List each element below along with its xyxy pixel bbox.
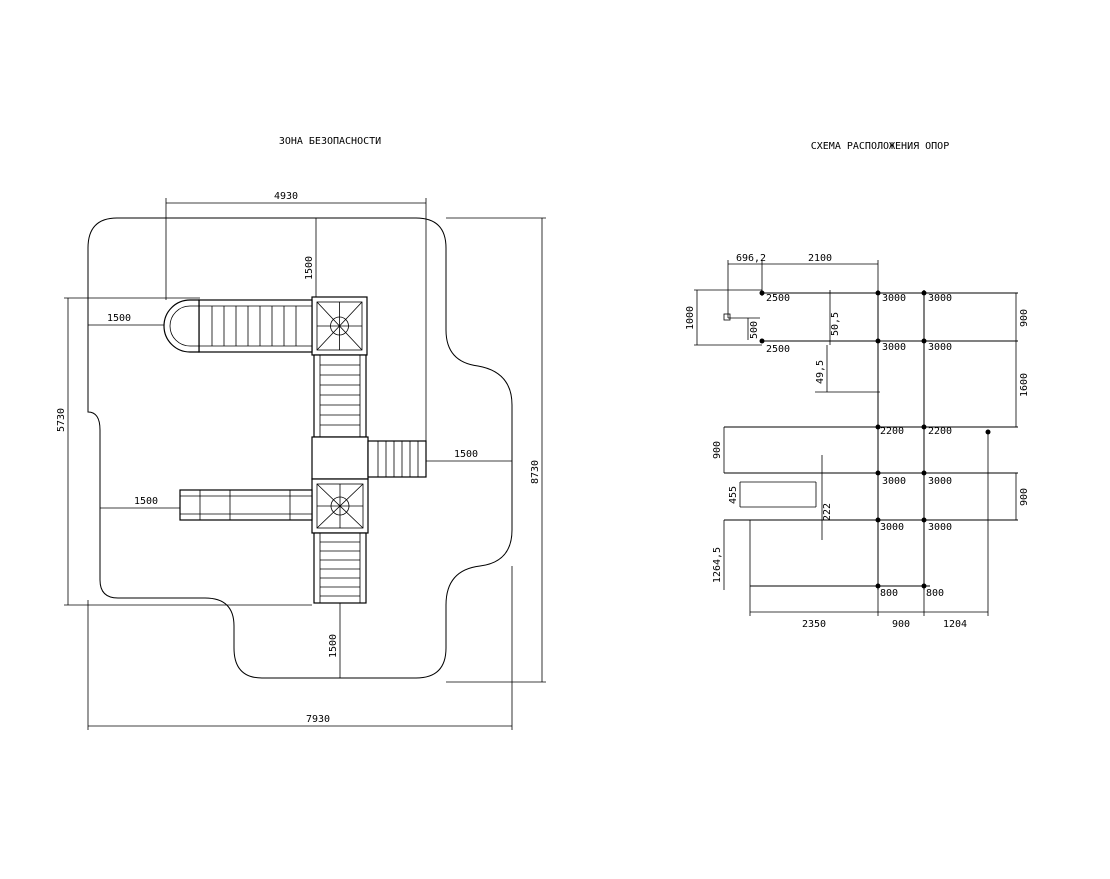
dim-2100: 2100 <box>808 253 832 264</box>
dim-1500-slide: 1500 <box>134 496 158 507</box>
dim-1500-right: 1500 <box>454 449 478 460</box>
dim-49-5: 49,5 <box>815 360 826 384</box>
support-label: 3000 <box>882 476 906 487</box>
dim-900-right-a: 900 <box>1019 309 1030 327</box>
dim-900-right-b: 900 <box>1019 488 1030 506</box>
dim-500: 500 <box>749 321 760 339</box>
right-stairs <box>367 440 427 478</box>
dim-2350: 2350 <box>802 619 826 630</box>
support-label: 3000 <box>928 293 952 304</box>
dim-1500-bottom: 1500 <box>328 634 339 658</box>
left-slide <box>179 489 313 521</box>
support-label: 800 <box>880 588 898 599</box>
dim-900-bottom: 900 <box>892 619 910 630</box>
dim-1000: 1000 <box>685 306 696 330</box>
support-label: 3000 <box>880 522 904 533</box>
upper-walkway <box>313 354 367 438</box>
middle-platform <box>311 436 369 480</box>
support-label: 3000 <box>928 342 952 353</box>
dim-5730: 5730 <box>56 408 67 432</box>
safety-zone-dimensions <box>64 198 546 730</box>
dim-900-left: 900 <box>712 441 723 459</box>
bottom-ladder <box>313 532 367 604</box>
dim-1264-5: 1264,5 <box>712 547 723 583</box>
dim-1204: 1204 <box>943 619 967 630</box>
safety-zone-outline <box>87 217 513 679</box>
dim-222: 222 <box>822 503 833 521</box>
dim-50-5: 50,5 <box>830 312 841 336</box>
support-label: 2200 <box>880 426 904 437</box>
top-stairs <box>198 299 313 353</box>
dim-1600: 1600 <box>1019 373 1030 397</box>
supports-title: СХЕМА РАСПОЛОЖЕНИЯ ОПОР <box>811 141 949 152</box>
tower-bottom <box>311 478 369 534</box>
supports-grid <box>694 260 1018 616</box>
safety-zone-title: ЗОНА БЕЗОПАСНОСТИ <box>279 136 381 147</box>
support-label: 2200 <box>928 426 952 437</box>
tower-top <box>311 296 368 356</box>
support-label: 3000 <box>928 476 952 487</box>
dim-8730: 8730 <box>530 460 541 484</box>
support-label: 3000 <box>882 293 906 304</box>
dim-1500-top: 1500 <box>304 256 315 280</box>
support-label: 800 <box>926 588 944 599</box>
support-label: 2500 <box>766 293 790 304</box>
top-left-rounded-end <box>163 299 200 353</box>
support-label: 2500 <box>766 344 790 355</box>
dim-7930: 7930 <box>306 714 330 725</box>
dim-4930: 4930 <box>274 191 298 202</box>
dim-696-2: 696,2 <box>736 253 766 264</box>
support-label: 3000 <box>928 522 952 533</box>
dim-1500-left: 1500 <box>107 313 131 324</box>
support-points <box>759 290 991 589</box>
support-label: 3000 <box>882 342 906 353</box>
dim-455: 455 <box>728 486 739 504</box>
